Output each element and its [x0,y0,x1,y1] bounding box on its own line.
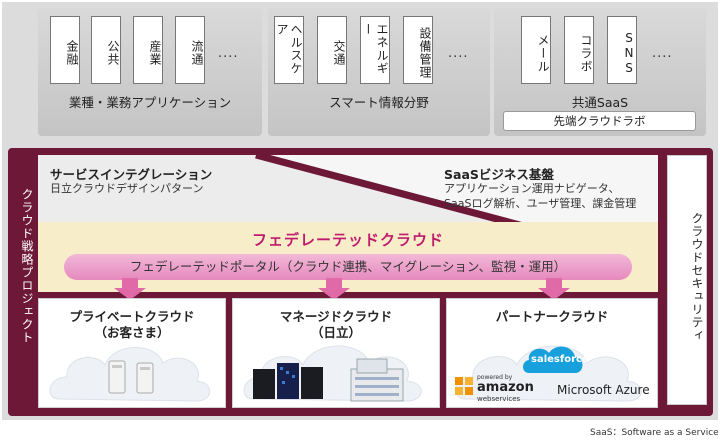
cloud-strategy-project-label: クラウド戦略プロジェクト [20,188,34,344]
salesforce-logo [523,346,583,373]
more-dots: .... [448,46,469,61]
arrow-partner [538,278,570,300]
aws-cubes-icon [455,377,473,395]
managed-cloud-title: マネージドクラウド [279,309,393,324]
card-finance: 金融 [50,16,80,84]
cloud-shape [49,347,211,402]
card-transport: 交通 [317,16,347,84]
common-saas-label: 共通SaaS [571,95,629,110]
saas-business-title: SaaSビジネス基盤 [444,167,554,182]
card-public: 公共 [91,16,121,84]
more-dots: .... [652,46,673,61]
service-integration-subtitle: 日立クラウドデザインパターン [50,182,204,195]
private-cloud-card: プライベートクラウド （お客さま） [38,298,226,408]
more-dots: .... [218,46,239,61]
federated-portal-bar: フェデレーテッドポータル（クラウド連携、マイグレーション、監視・運用） [64,254,632,280]
advanced-cloud-lab-box: 先端クラウドラボ [503,111,696,131]
microsoft-azure-text: Microsoft Azure [557,383,650,397]
card-collab: コラボ [564,16,594,84]
card-distribution: 流通 [175,16,205,84]
card-facility-management: 設備管理 [403,16,433,84]
card-industry: 産業 [133,16,163,84]
private-cloud-subtitle: （お客さま） [94,325,170,340]
aws-webservices-text: webservices [477,395,521,403]
federated-cloud-title: フェデレーテッドクラウド [251,231,444,249]
managed-cloud-card: マネージドクラウド （日立） [232,298,440,408]
server-icon [108,360,154,394]
footnote: SaaS：Software as a Service [590,428,719,438]
cloud-security-label: クラウドセキュリティ [690,212,704,342]
diagonal-divider [255,155,509,222]
salesforce-text: salesforce [531,354,589,365]
partner-cloud-title: パートナークラウド [495,309,609,324]
aws-amazon-text: amazon [477,380,534,395]
datacenter-server-icon [253,363,323,399]
aws-powered-by: powered by [477,374,513,381]
data-center-building-icon [350,358,404,402]
industry-application-label: 業種・業務アプリケーション [68,95,232,110]
saas-business-panel [270,155,658,222]
card-mail: メール [521,16,551,84]
portal-arrows [114,278,570,300]
partner-cloud-card: パートナークラウド salesforce powered by amazon w… [446,298,658,408]
saas-business-line-2: SaaSログ解析、ユーザ管理、課金管理 [444,197,637,210]
service-band [38,155,658,222]
arrow-managed [318,278,350,300]
saas-business-line-1: アプリケーション運用ナビゲータ、 [444,182,620,195]
card-sns: SNS [607,16,637,84]
service-integration-title: サービスインテグレーション [50,167,213,182]
smart-info-label: スマート情報分野 [329,95,429,110]
card-energy: エネルギー [360,16,390,84]
private-cloud-title: プライベートクラウド [69,309,195,324]
managed-cloud-subtitle: （日立） [310,325,361,340]
card-healthcare: ヘルスケア [274,16,304,84]
service-integration-panel [38,155,508,222]
arrow-private [114,278,146,300]
cloud-security-column: クラウドセキュリティ [667,155,707,405]
